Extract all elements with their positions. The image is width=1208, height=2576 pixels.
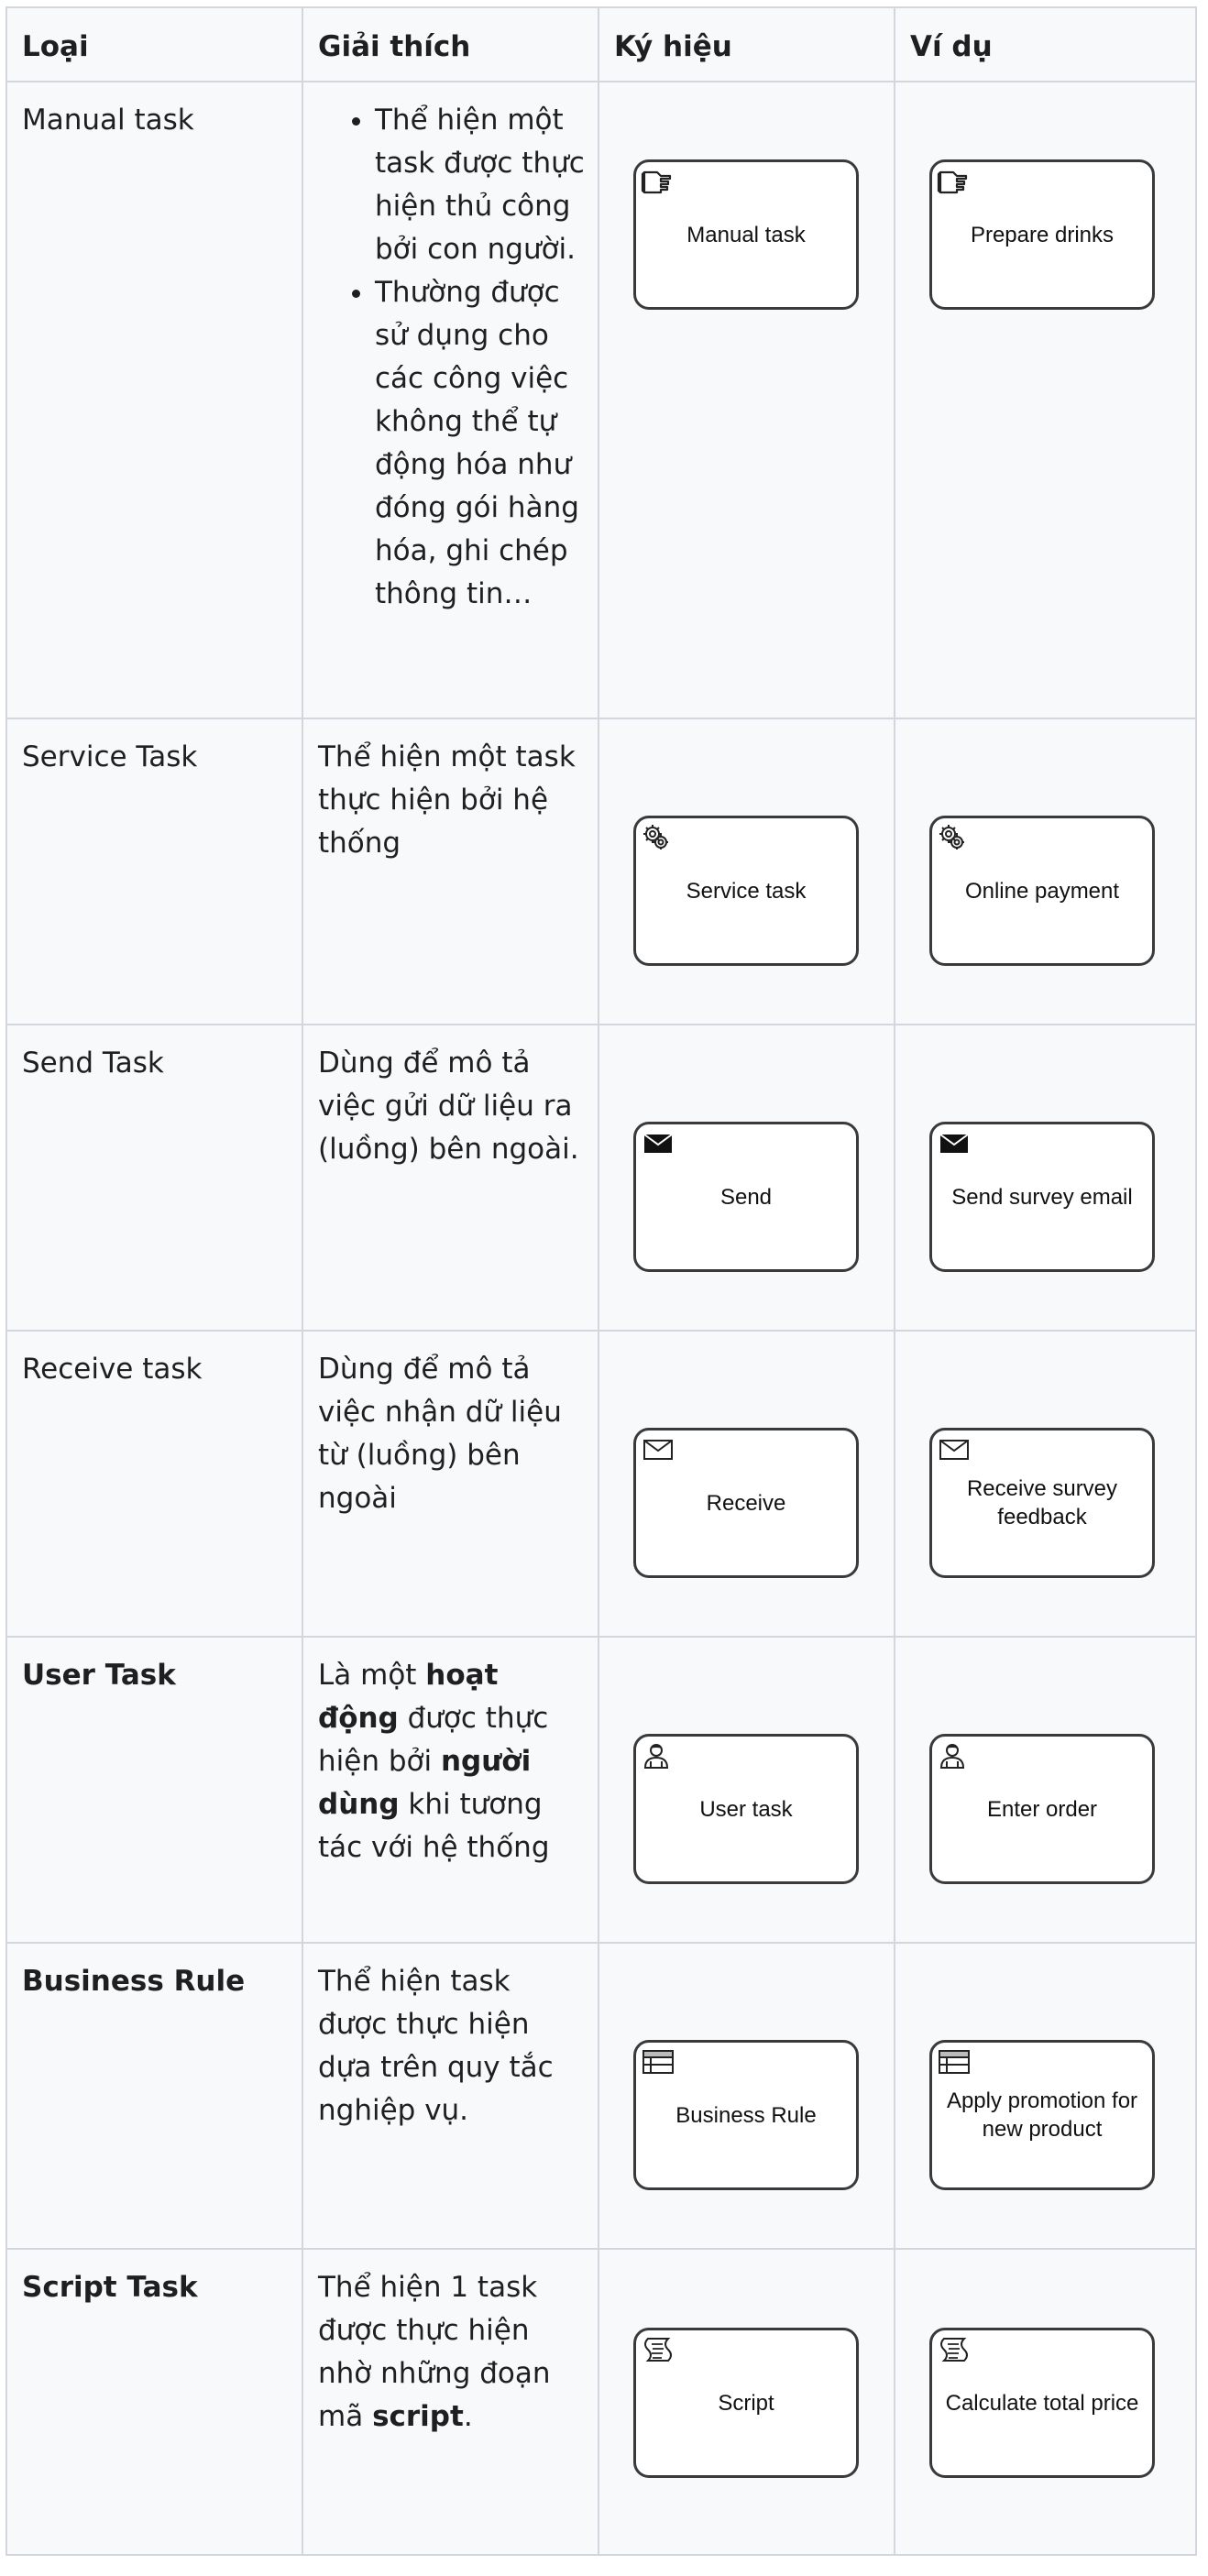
task-label: Receive: [706, 1490, 786, 1516]
table-row-manual-task: Manual task Thể hiện một task được thực …: [5, 81, 1197, 719]
header-symbol: Ký hiệu: [598, 6, 895, 82]
task-type-name: Receive task: [5, 1330, 303, 1638]
task-description: Là một hoạt động được thực hiện bởi ngườ…: [302, 1636, 599, 1944]
task-label: Receive survey feedback: [966, 1476, 1118, 1529]
gear-icon: [639, 821, 675, 854]
example-cell: Apply promotion for new product: [894, 1942, 1197, 2250]
task-description: Dùng để mô tả việc gửi dữ liệu ra (luồng…: [302, 1024, 599, 1332]
task-label: Send survey email: [951, 1184, 1133, 1210]
example-cell: Send survey email: [894, 1024, 1197, 1332]
service-task-symbol: Service task: [633, 816, 859, 966]
description-text: khi tương tác với hệ thống: [318, 1788, 550, 1864]
task-label: Calculate total price: [945, 2390, 1139, 2416]
table-icon: [935, 2045, 972, 2078]
task-label: Enter order: [986, 1796, 1098, 1822]
task-type-name: User Task: [5, 1636, 303, 1944]
receive-task-example: Receive survey feedback: [929, 1428, 1155, 1578]
send-task-example: Send survey email: [929, 1122, 1155, 1272]
script-task-example: Calculate total price: [929, 2328, 1155, 2478]
description-text: Là một: [318, 1659, 426, 1692]
symbol-cell: Receive: [598, 1330, 895, 1638]
header-row: Loại Giải thích Ký hiệu Ví dụ: [5, 6, 1197, 82]
description-text: .: [463, 2400, 473, 2433]
table-icon: [639, 2045, 675, 2078]
description-bullet: Thường được sử dụng cho các công việc kh…: [375, 271, 587, 616]
outline-envelope-icon: [935, 1433, 972, 1466]
description-text: Thể hiện 1 task được thực hiện nhờ những…: [318, 2271, 551, 2433]
filled-envelope-icon: [639, 1127, 675, 1160]
table-row-user-task: User Task Là một hoạt động được thực hiệ…: [5, 1636, 1197, 1944]
example-cell: Receive survey feedback: [894, 1330, 1197, 1638]
description-bullet: Thể hiện một task được thực hiện thủ côn…: [375, 99, 587, 271]
task-label: Send: [719, 1184, 773, 1210]
user-task-example: Enter order: [929, 1734, 1155, 1884]
outline-envelope-icon: [639, 1433, 675, 1466]
description-emphasis: người dùng: [318, 1745, 532, 1821]
task-description: Thể hiện task được thực hiện dựa trên qu…: [302, 1942, 599, 2250]
gear-icon: [935, 821, 972, 854]
description-text: Thể hiện một task thực hiện bởi hệ thống: [318, 740, 576, 860]
task-type-name: Send Task: [5, 1024, 303, 1332]
task-type-name: Business Rule: [5, 1942, 303, 2250]
example-cell: Enter order: [894, 1636, 1197, 1944]
header-type: Loại: [5, 6, 303, 82]
manual-task-symbol: Manual task: [633, 159, 859, 310]
table-row-script-task: Script Task Thể hiện 1 task được thực hi…: [5, 2248, 1197, 2556]
description-text: Dùng để mô tả việc nhận dữ liệu từ (luồn…: [318, 1353, 562, 1515]
table-row-business-rule: Business Rule Thể hiện task được thực hi…: [5, 1942, 1197, 2250]
business-rule-example: Apply promotion for new product: [929, 2040, 1155, 2190]
task-types-table: Loại Giải thích Ký hiệu Ví dụ Manual tas…: [5, 6, 1197, 2556]
task-label: Business Rule: [675, 2102, 817, 2128]
manual-hand-icon: [639, 165, 675, 198]
task-type-name: Service Task: [5, 718, 303, 1025]
user-task-symbol: User task: [633, 1734, 859, 1884]
header-example: Ví dụ: [894, 6, 1197, 82]
description-list: Thể hiện một task được thực hiện thủ côn…: [318, 99, 587, 616]
example-cell: Prepare drinks: [894, 81, 1197, 719]
task-label: Apply promotion for new product: [946, 2088, 1138, 2142]
filled-envelope-icon: [935, 1127, 972, 1160]
task-label: Script: [718, 2390, 774, 2416]
description-text: Dùng để mô tả việc gửi dữ liệu ra (luồng…: [318, 1047, 579, 1166]
task-description: Thể hiện một task được thực hiện thủ côn…: [302, 81, 599, 719]
symbol-cell: Business Rule: [598, 1942, 895, 2250]
description-emphasis: hoạt động: [318, 1659, 499, 1735]
script-scroll-icon: [639, 2333, 675, 2366]
task-label: Online payment: [964, 878, 1120, 904]
header-description: Giải thích: [302, 6, 599, 82]
example-cell: Online payment: [894, 718, 1197, 1025]
description-text: được thực hiện bởi: [318, 1702, 549, 1778]
table-row-receive-task: Receive task Dùng để mô tả việc nhận dữ …: [5, 1330, 1197, 1638]
task-description: Thể hiện một task thực hiện bởi hệ thống: [302, 718, 599, 1025]
business-rule-symbol: Business Rule: [633, 2040, 859, 2190]
manual-task-example: Prepare drinks: [929, 159, 1155, 310]
description-text: Thể hiện task được thực hiện dựa trên qu…: [318, 1965, 554, 2127]
table-row-service-task: Service Task Thể hiện một task thực hiện…: [5, 718, 1197, 1025]
manual-hand-icon: [935, 165, 972, 198]
symbol-cell: User task: [598, 1636, 895, 1944]
task-label: Manual task: [686, 222, 806, 247]
receive-task-symbol: Receive: [633, 1428, 859, 1578]
task-label: Prepare drinks: [970, 222, 1115, 247]
user-icon: [935, 1739, 972, 1772]
description-emphasis: script: [372, 2400, 464, 2433]
task-label: User task: [699, 1796, 793, 1822]
example-cell: Calculate total price: [894, 2248, 1197, 2556]
symbol-cell: Manual task: [598, 81, 895, 719]
task-label: Service task: [686, 878, 807, 904]
symbol-cell: Script: [598, 2248, 895, 2556]
table-row-send-task: Send Task Dùng để mô tả việc gửi dữ liệu…: [5, 1024, 1197, 1332]
script-scroll-icon: [935, 2333, 972, 2366]
task-description: Thể hiện 1 task được thực hiện nhờ những…: [302, 2248, 599, 2556]
task-description: Dùng để mô tả việc nhận dữ liệu từ (luồn…: [302, 1330, 599, 1638]
task-type-name: Manual task: [5, 81, 303, 719]
task-type-name: Script Task: [5, 2248, 303, 2556]
symbol-cell: Service task: [598, 718, 895, 1025]
script-task-symbol: Script: [633, 2328, 859, 2478]
send-task-symbol: Send: [633, 1122, 859, 1272]
service-task-example: Online payment: [929, 816, 1155, 966]
user-icon: [639, 1739, 675, 1772]
symbol-cell: Send: [598, 1024, 895, 1332]
